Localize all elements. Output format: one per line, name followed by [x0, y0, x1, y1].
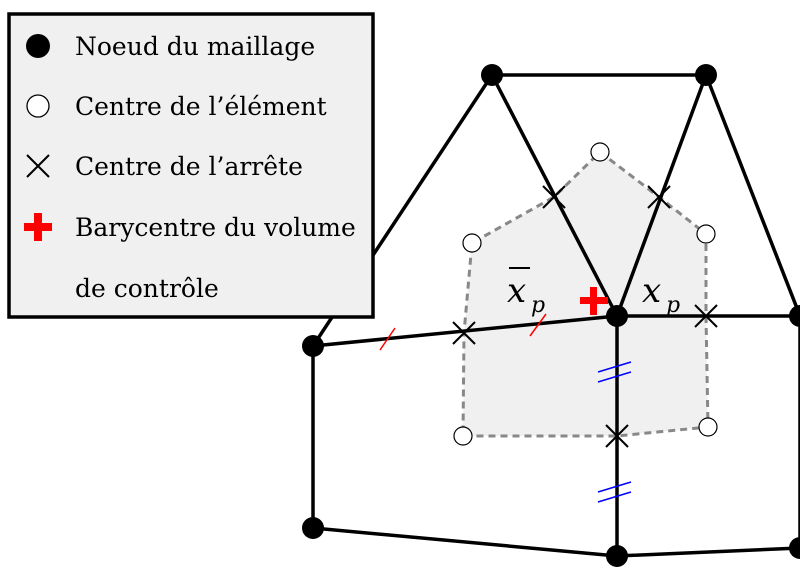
mesh-nodes: [302, 64, 800, 567]
xbar-main: x: [507, 271, 526, 311]
legend-barycenter-label-1: Barycentre du volume: [75, 213, 356, 242]
equal-marks-right: [597, 361, 632, 503]
legend-edge-center-icon: [26, 154, 50, 178]
edge-center: [605, 424, 629, 448]
mesh-node: [606, 305, 628, 327]
barycenter-plus-icon: [580, 287, 608, 315]
mesh-node: [695, 64, 717, 86]
element-center: [462, 233, 482, 253]
mesh-node: [789, 305, 800, 327]
control-volume: [461, 150, 710, 438]
legend-barycenter-icon: [24, 213, 52, 241]
mesh-node: [481, 64, 503, 86]
legend: Noeud du maillage Centre de l’élément Ce…: [7, 12, 375, 319]
edge-center: [542, 185, 566, 209]
label-xbar-p: x p: [507, 267, 545, 318]
legend-element-center-icon: [26, 94, 50, 118]
element-centers: [453, 142, 718, 446]
edge-center: [647, 185, 671, 209]
x-main: x: [642, 271, 661, 311]
mesh-node: [606, 545, 628, 567]
legend-node-icon: [26, 34, 50, 58]
legend-edge-center-label: Centre de l’arrête: [75, 152, 303, 181]
equal-marks-left: [379, 313, 547, 351]
xbar-sub: p: [531, 293, 545, 318]
mesh-node: [789, 537, 800, 559]
legend-node-label: Noeud du maillage: [75, 32, 315, 61]
mesh-node: [302, 335, 324, 357]
legend-barycenter-label-2: de contrôle: [75, 274, 219, 303]
element-center: [453, 426, 473, 446]
edge-center: [452, 321, 476, 345]
edge-center: [694, 304, 718, 328]
mesh-node: [302, 517, 324, 539]
element-center: [590, 142, 610, 162]
element-center: [698, 417, 718, 437]
x-sub: p: [666, 293, 680, 318]
label-x-p: x p: [642, 271, 680, 318]
legend-element-center-label: Centre de l’élément: [75, 92, 327, 121]
element-center: [696, 224, 716, 244]
edge-centers: [452, 185, 718, 448]
